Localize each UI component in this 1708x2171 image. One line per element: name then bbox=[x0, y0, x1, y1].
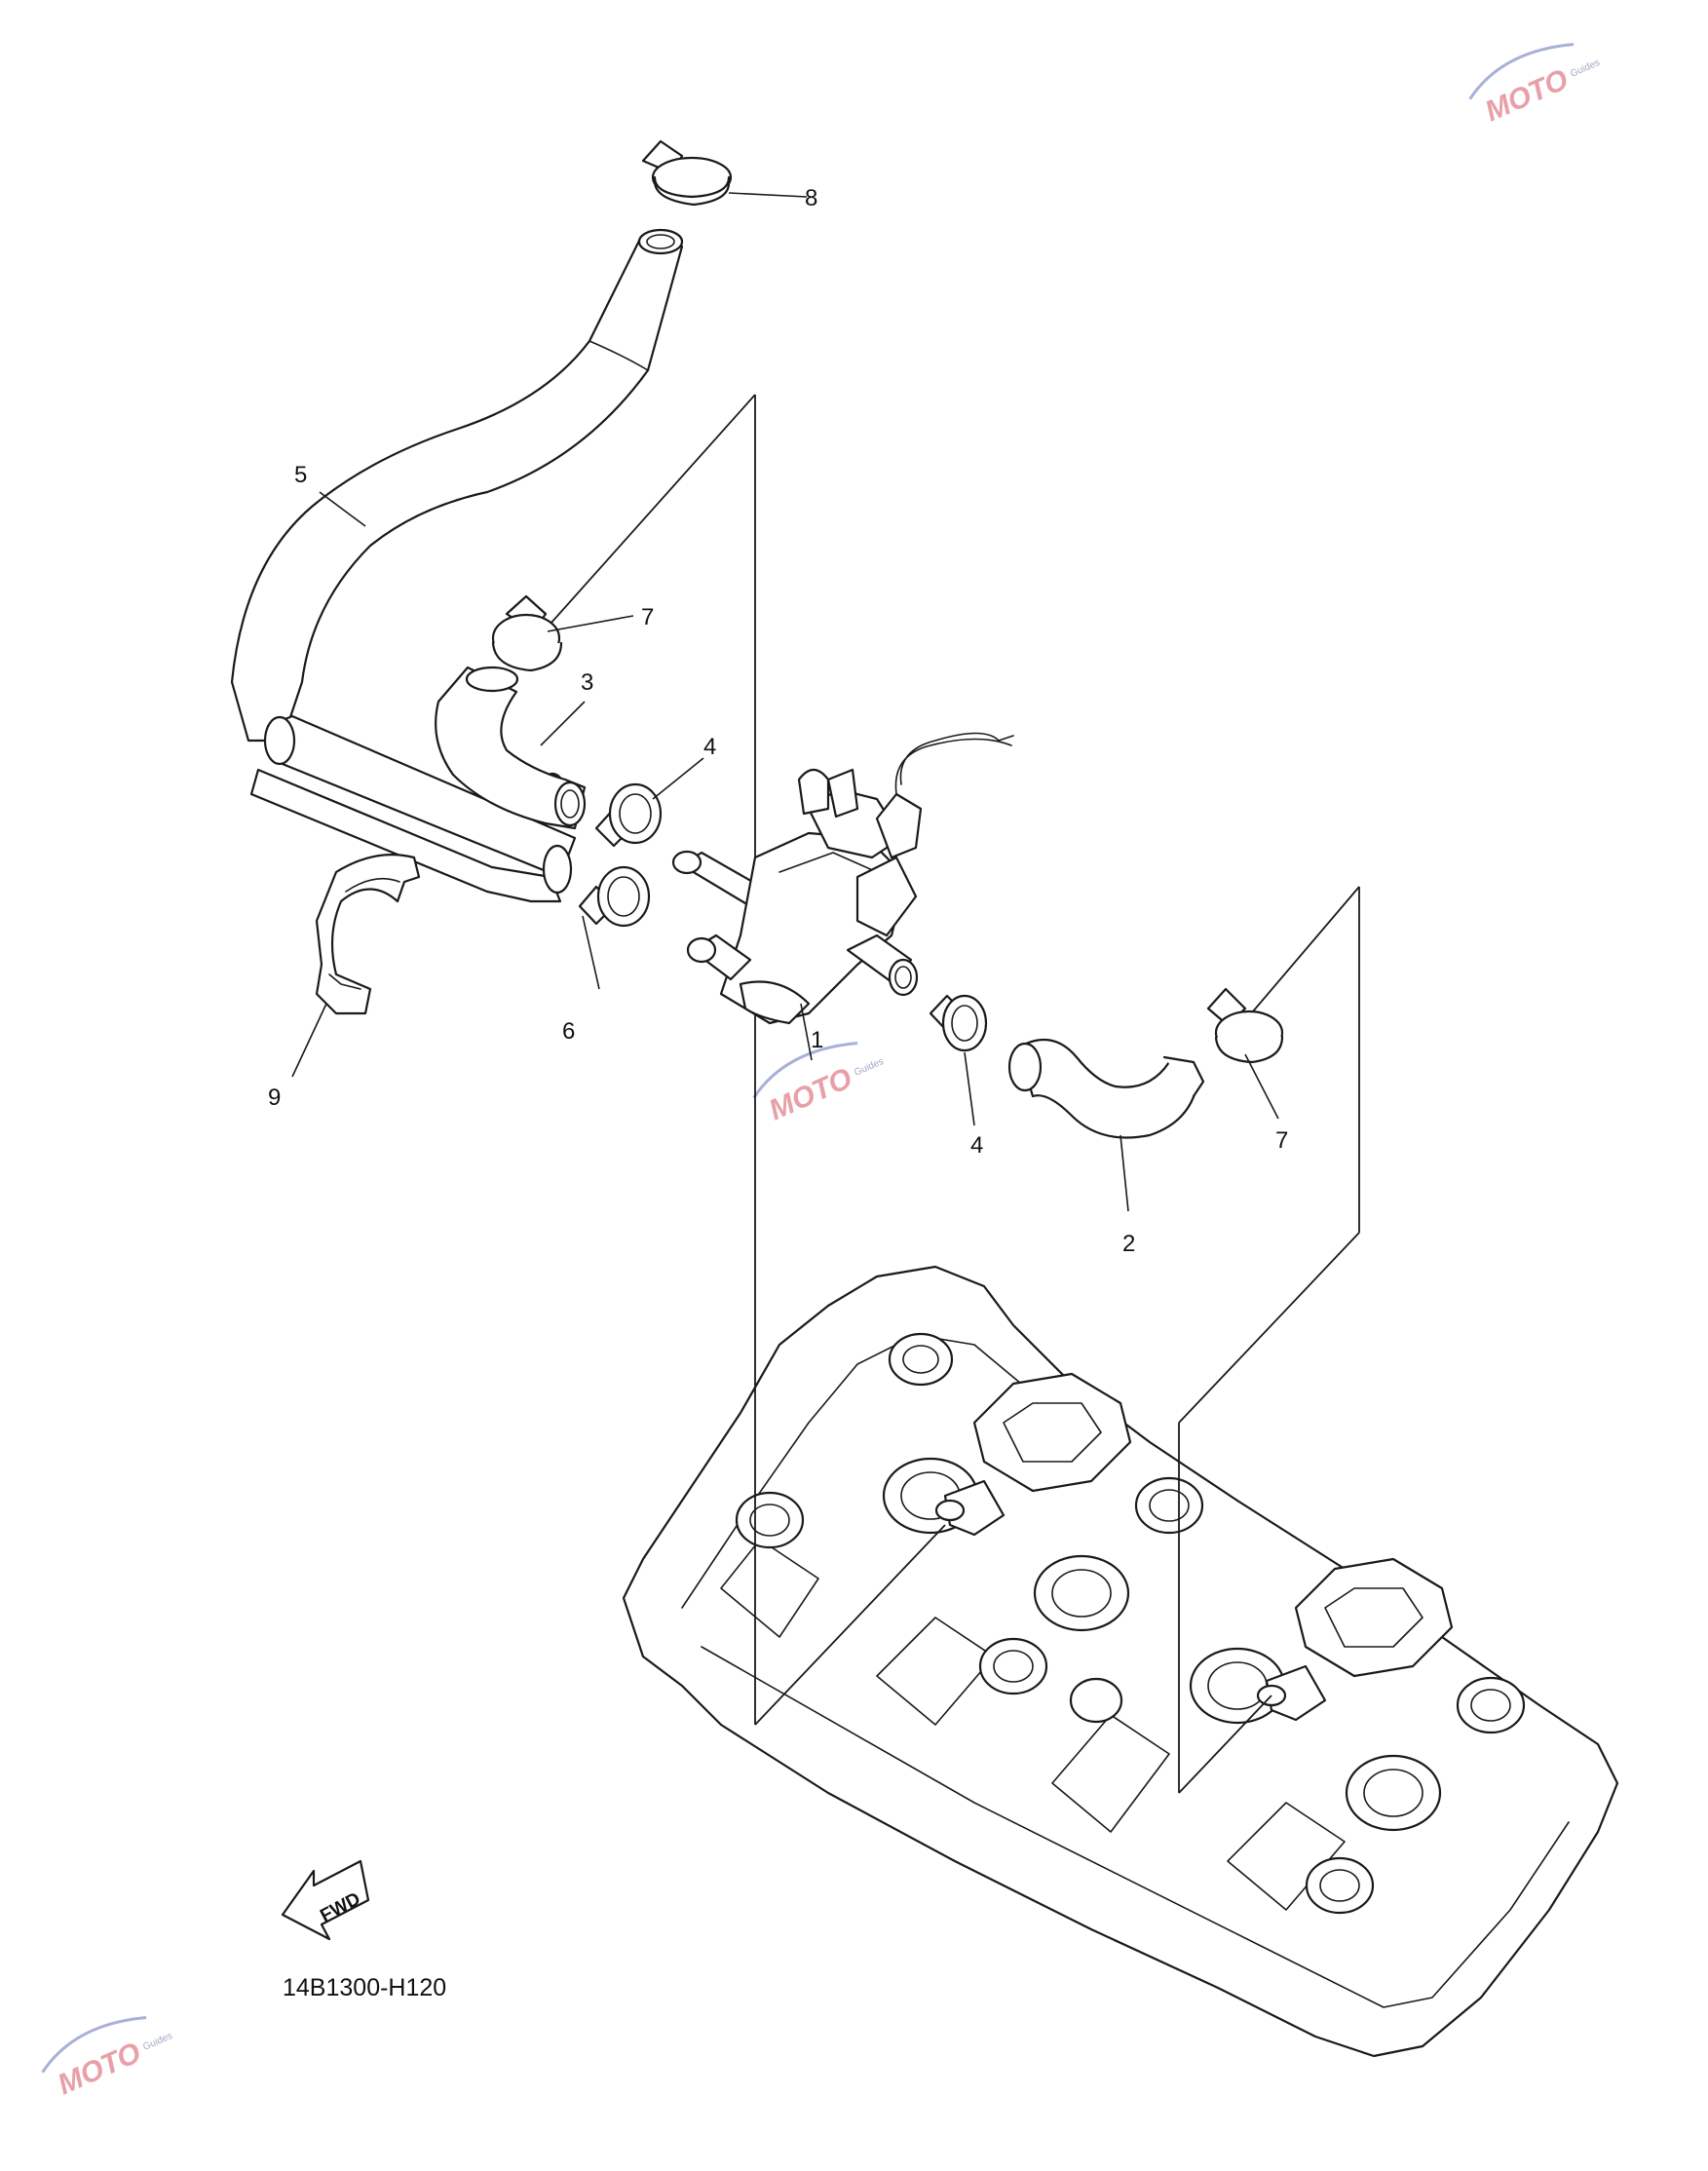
part-5-air-hose bbox=[230, 228, 684, 903]
watermark-sub: Guides bbox=[141, 2031, 173, 2053]
reed-valve-cover-rear bbox=[1256, 1557, 1454, 1722]
callout-3: 3 bbox=[581, 669, 593, 696]
part-7-hose-clamp-lower bbox=[1206, 987, 1284, 1064]
callout-4-lower: 4 bbox=[970, 1132, 983, 1159]
part-6-hose-clamp bbox=[578, 865, 651, 928]
reed-valve-cover-front bbox=[934, 1372, 1132, 1537]
part-4-hose-clamp-upper bbox=[594, 782, 663, 848]
callout-1: 1 bbox=[811, 1027, 823, 1053]
part-4-hose-clamp-lower bbox=[929, 994, 988, 1052]
leader-lines bbox=[291, 192, 1279, 1212]
part-3-elbow-hose bbox=[435, 666, 587, 830]
part-9-hose-bracket bbox=[315, 854, 421, 1015]
callout-5: 5 bbox=[294, 462, 307, 488]
part-2-lower-hose bbox=[1007, 1038, 1205, 1139]
cylinder-head-cover bbox=[622, 1265, 1619, 2058]
part-8-hose-clamp bbox=[641, 139, 733, 207]
callout-numbers: 8 5 7 3 4 6 9 1 4 2 7 bbox=[268, 185, 1288, 1257]
callout-9: 9 bbox=[268, 1085, 281, 1111]
callout-7-lower: 7 bbox=[1275, 1127, 1288, 1154]
callout-2: 2 bbox=[1122, 1231, 1135, 1257]
watermark-sub: Guides bbox=[853, 1056, 885, 1079]
callout-7-upper: 7 bbox=[641, 604, 654, 630]
forward-direction-arrow: FWD bbox=[281, 1859, 370, 1941]
assembly-guide-lines bbox=[550, 394, 1360, 1794]
part-1-air-cutoff-valve bbox=[671, 732, 1014, 1025]
part-7-hose-clamp-upper bbox=[491, 594, 563, 672]
diagram-code: 14B1300-H120 bbox=[283, 1974, 446, 2001]
watermark-logo-top: MOTO Guides bbox=[1468, 43, 1602, 128]
callout-6: 6 bbox=[562, 1018, 575, 1045]
watermark-logo-bottom: MOTO Guides bbox=[41, 2016, 174, 2101]
callout-8: 8 bbox=[805, 185, 817, 211]
watermark-sub: Guides bbox=[1569, 57, 1601, 80]
callout-4-upper: 4 bbox=[703, 734, 716, 760]
